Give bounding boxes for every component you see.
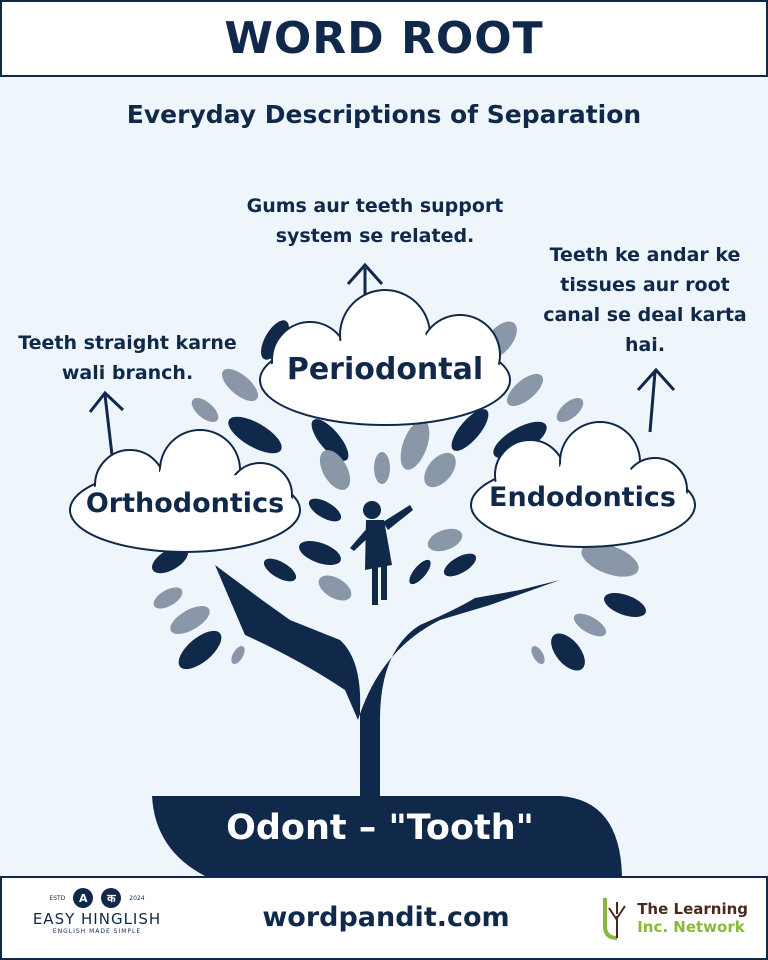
cloud-endodontics: [470, 421, 696, 548]
a-bubble-icon: A: [73, 888, 94, 908]
learning-line2: Inc. Network: [637, 918, 745, 936]
orthodontics-description: Teeth straight karne wali branch.: [18, 332, 237, 384]
year-text: 2024: [129, 894, 145, 902]
grey-leaves: [153, 321, 639, 665]
easy-hinglish-tagline: ENGLISH MADE SIMPLE: [52, 928, 142, 935]
header: WORD ROOT: [0, 0, 768, 77]
periodontal-label: Periodontal: [286, 352, 484, 387]
child-silhouette: [350, 501, 413, 605]
periodontal-description: Gums aur teeth support system se related…: [246, 195, 504, 247]
learning-line1: The Learning: [637, 900, 748, 918]
tree-u-icon: [603, 898, 627, 940]
arrows: [88, 262, 676, 456]
leaves: [151, 320, 646, 671]
orthodontics-label: Orthodontics: [85, 488, 285, 519]
cloud-orthodontics: [69, 429, 301, 553]
root-word: Odont – "Tooth": [226, 808, 534, 848]
ground: [152, 796, 622, 876]
learning-network-logo: The Learning Inc. Network: [601, 896, 748, 940]
site-link[interactable]: wordpandit.com: [262, 902, 510, 933]
easy-hinglish-name: EASY HINGLISH: [32, 910, 162, 928]
subtitle: Everyday Descriptions of Separation: [126, 100, 642, 129]
ka-bubble-icon: क: [101, 888, 122, 908]
endodontics-description: Teeth ke andar ke tissues aur root canal…: [543, 244, 747, 356]
easy-hinglish-logo: ESTD A क 2024 EASY HINGLISH ENGLISH MADE…: [32, 888, 162, 935]
cloud-periodontal: [259, 289, 511, 426]
estd-text: ESTD: [49, 894, 66, 902]
endodontics-label: Endodontics: [489, 482, 676, 513]
trunk: [215, 565, 560, 800]
page-title: WORD ROOT: [224, 13, 544, 64]
footer: ESTD A क 2024 EASY HINGLISH ENGLISH MADE…: [0, 876, 768, 960]
